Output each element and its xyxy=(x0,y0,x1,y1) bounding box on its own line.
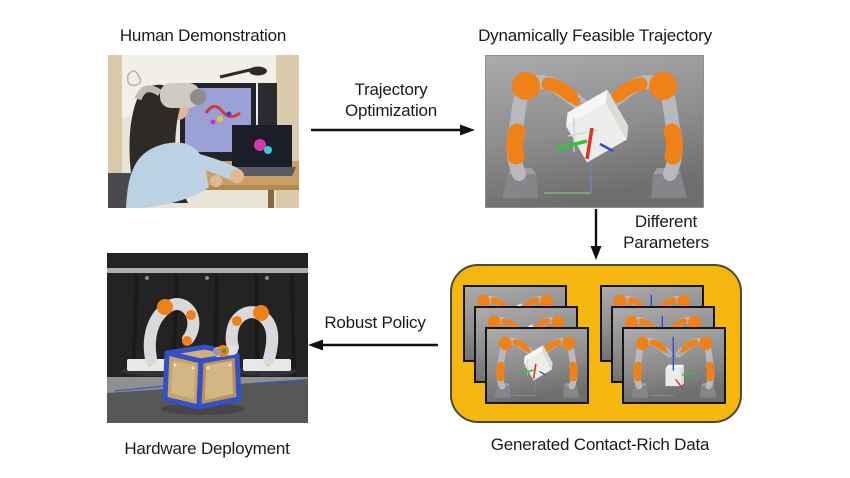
arrow-down-icon xyxy=(590,209,602,260)
sim-frame xyxy=(622,327,726,404)
arrow-left-icon xyxy=(308,339,438,351)
arrow-right-icon xyxy=(311,124,475,136)
different-parameters-label: Different Parameters xyxy=(623,212,709,252)
human-demonstration-label: Human Demonstration xyxy=(119,26,287,45)
trajectory-optimization-label: Trajectory Optimization xyxy=(344,80,438,120)
hardware-deployment-label: Hardware Deployment xyxy=(124,439,290,458)
sim-frame xyxy=(485,327,589,404)
hardware-deployment-photo xyxy=(107,253,308,423)
human-demonstration-photo xyxy=(108,55,299,208)
dynamically-feasible-trajectory-label: Dynamically Feasible Trajectory xyxy=(478,26,712,45)
generated-data-panel xyxy=(450,264,742,423)
generated-contact-rich-data-label: Generated Contact-Rich Data xyxy=(490,435,710,454)
robust-policy-label: Robust Policy xyxy=(324,313,426,332)
trajectory-simulation-render xyxy=(485,55,704,208)
